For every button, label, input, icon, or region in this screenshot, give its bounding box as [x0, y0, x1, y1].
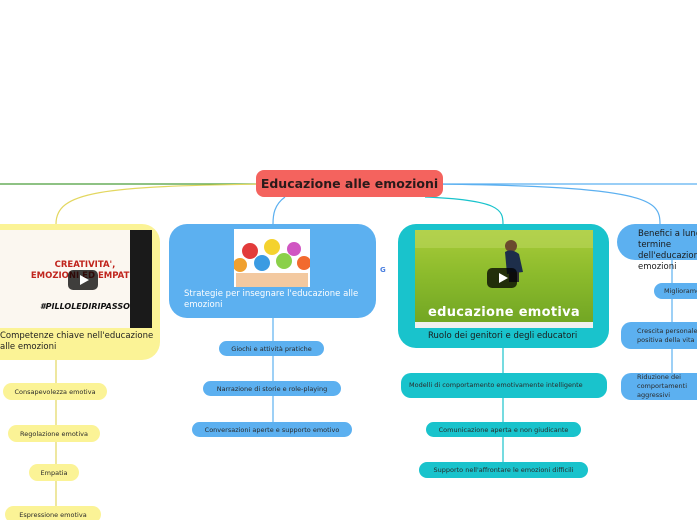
video-thumbnail[interactable]: CREATIVITA', EMOZIONI ED EMPATIA #PILLOL…	[0, 230, 152, 328]
play-icon[interactable]	[68, 270, 98, 290]
link-to-blue	[272, 196, 286, 225]
topic-label: Ruolo dei genitori e degli educatori	[428, 331, 578, 341]
subtopic-miglioramento[interactable]: Miglioramento	[654, 283, 697, 299]
topic-competenze[interactable]: CREATIVITA', EMOZIONI ED EMPATIA #PILLOL…	[0, 224, 160, 360]
link-to-yellow	[55, 183, 269, 225]
subtopic-consapevolezza[interactable]: Consapevolezza emotiva	[3, 383, 107, 400]
play-icon[interactable]	[487, 268, 517, 288]
subtopic-crescita[interactable]: Crescita personale e positiva della vita	[621, 322, 697, 349]
subtopic-espressione[interactable]: Espressione emotiva	[5, 506, 101, 520]
central-topic[interactable]: Educazione alle emozioni	[256, 170, 443, 197]
video-progress-bar	[415, 322, 593, 328]
video-title-line2: #PILLOLEDIRIPASSO	[40, 302, 130, 311]
google-icon: G	[380, 266, 386, 274]
topic-benefici[interactable]: Benefici a lungo termine dell'educazione…	[617, 224, 697, 272]
video-dark-edge	[130, 230, 152, 328]
subtopic-riduzione[interactable]: Riduzione dei comportamenti aggressivi	[621, 373, 697, 400]
subtopic-regolazione[interactable]: Regolazione emotiva	[8, 425, 100, 442]
subtopic-supporto[interactable]: Supporto nell'affrontare le emozioni dif…	[419, 462, 588, 478]
subtopic-conversazioni[interactable]: Conversazioni aperte e supporto emotivo	[192, 422, 352, 437]
subtopic-giochi[interactable]: Giochi e attività pratiche	[219, 341, 324, 356]
link-to-teal	[424, 196, 504, 225]
topic-label: Strategie per insegnare l'educazione all…	[184, 289, 359, 310]
subtopic-empatia[interactable]: Empatia	[29, 464, 79, 481]
link-to-blue2	[429, 183, 661, 225]
subtopic-narrazione[interactable]: Narrazione di storie e role-playing	[203, 381, 341, 396]
central-title: Educazione alle emozioni	[260, 176, 439, 191]
topic-label: Competenze chiave nell'educazione alle e…	[0, 331, 154, 352]
subtopic-modelli[interactable]: Modelli di comportamento emotivamente in…	[401, 373, 607, 398]
topic-label: Benefici a lungo termine dell'educazione…	[638, 229, 697, 272]
video-thumbnail[interactable]: educazione emotiva	[415, 230, 593, 328]
video-title: educazione emotiva	[427, 305, 581, 320]
hands-image	[234, 229, 310, 287]
subtopic-comunicazione[interactable]: Comunicazione aperta e non giudicante	[426, 422, 581, 437]
